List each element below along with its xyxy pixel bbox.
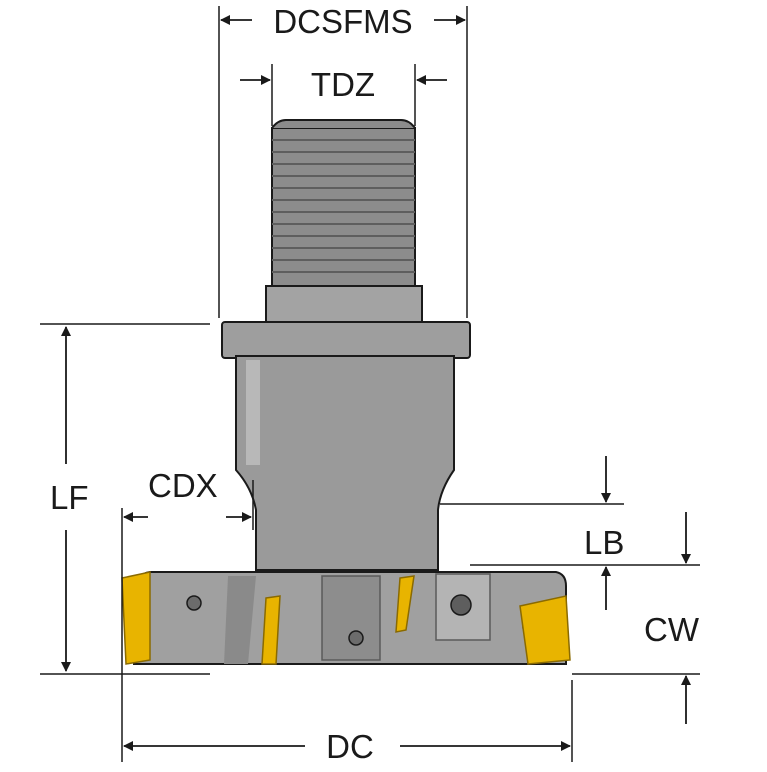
shank-neck <box>265 285 423 325</box>
label-dcsfms: DCSFMS <box>273 3 412 40</box>
body-column <box>235 355 455 571</box>
label-cw: CW <box>644 611 700 648</box>
label-cdx: CDX <box>148 467 218 504</box>
tool-body <box>121 119 571 665</box>
insert-front-1 <box>261 595 281 665</box>
insert-left <box>121 571 151 665</box>
label-tdz: TDZ <box>311 66 375 103</box>
body-screw-center <box>348 630 364 646</box>
label-lb: LB <box>584 524 624 561</box>
extension-lines <box>40 6 700 762</box>
insert-front-2 <box>395 575 415 633</box>
insert-right <box>519 595 571 665</box>
dimension-arrows <box>61 15 691 751</box>
threaded-shank <box>271 119 416 289</box>
label-lf: LF <box>50 479 89 516</box>
insert-screw-right <box>450 594 472 616</box>
insert-screw-left <box>186 595 202 611</box>
label-dc: DC <box>326 728 374 765</box>
flange <box>221 321 471 359</box>
